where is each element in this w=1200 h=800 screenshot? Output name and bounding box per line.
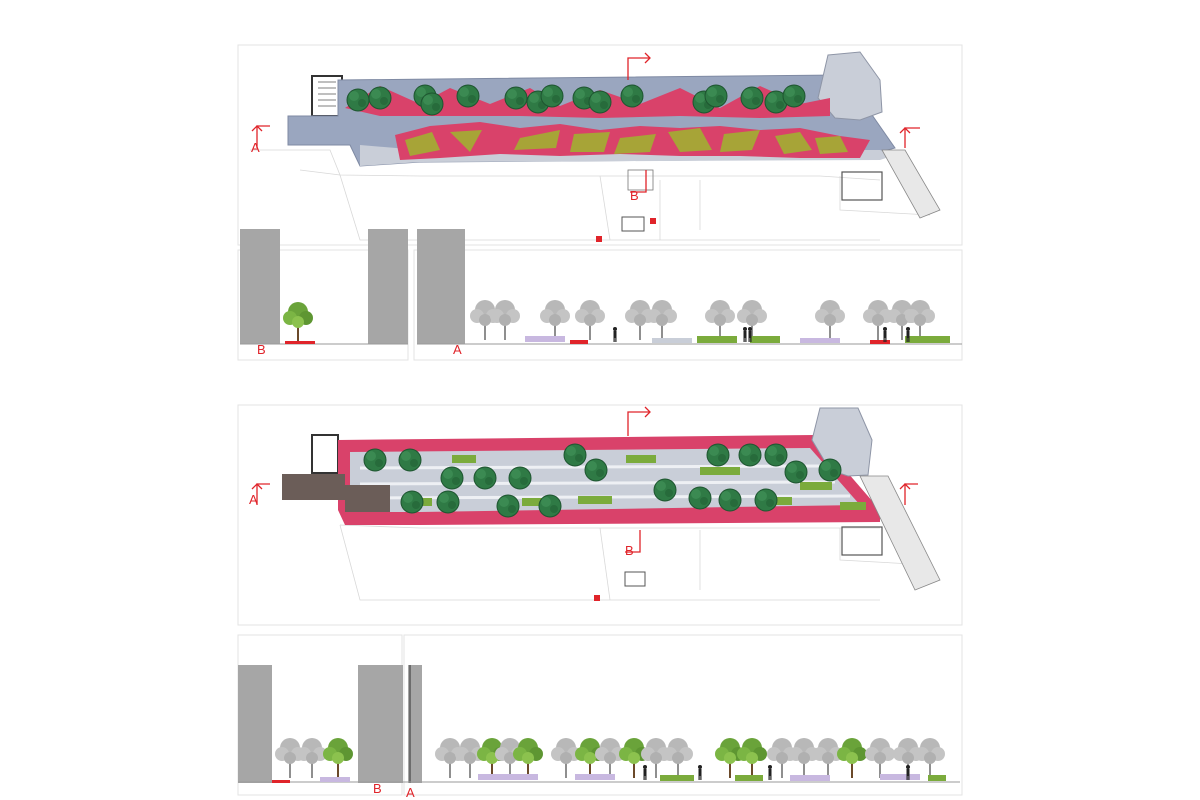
elevation-bottom: B A — [237, 634, 963, 800]
plan-top-section-b-label: B — [630, 188, 639, 203]
plan-bottom-section-b-label: B — [625, 543, 634, 558]
plan-bottom: A B — [237, 404, 963, 626]
section-arrow-icon — [251, 406, 918, 553]
plan-top: A B — [237, 44, 963, 246]
plan-bottom-section-a-label: A — [249, 492, 258, 507]
section-arrow-icon — [251, 52, 920, 193]
elev-top-label-a: A — [453, 342, 462, 357]
elevation-top: B A — [237, 229, 963, 361]
plan-top-section-a-label: A — [251, 140, 260, 155]
elev-bottom-label-b: B — [373, 781, 382, 796]
elev-top-label-b: B — [257, 342, 266, 357]
elev-bottom-label-a: A — [406, 785, 415, 800]
